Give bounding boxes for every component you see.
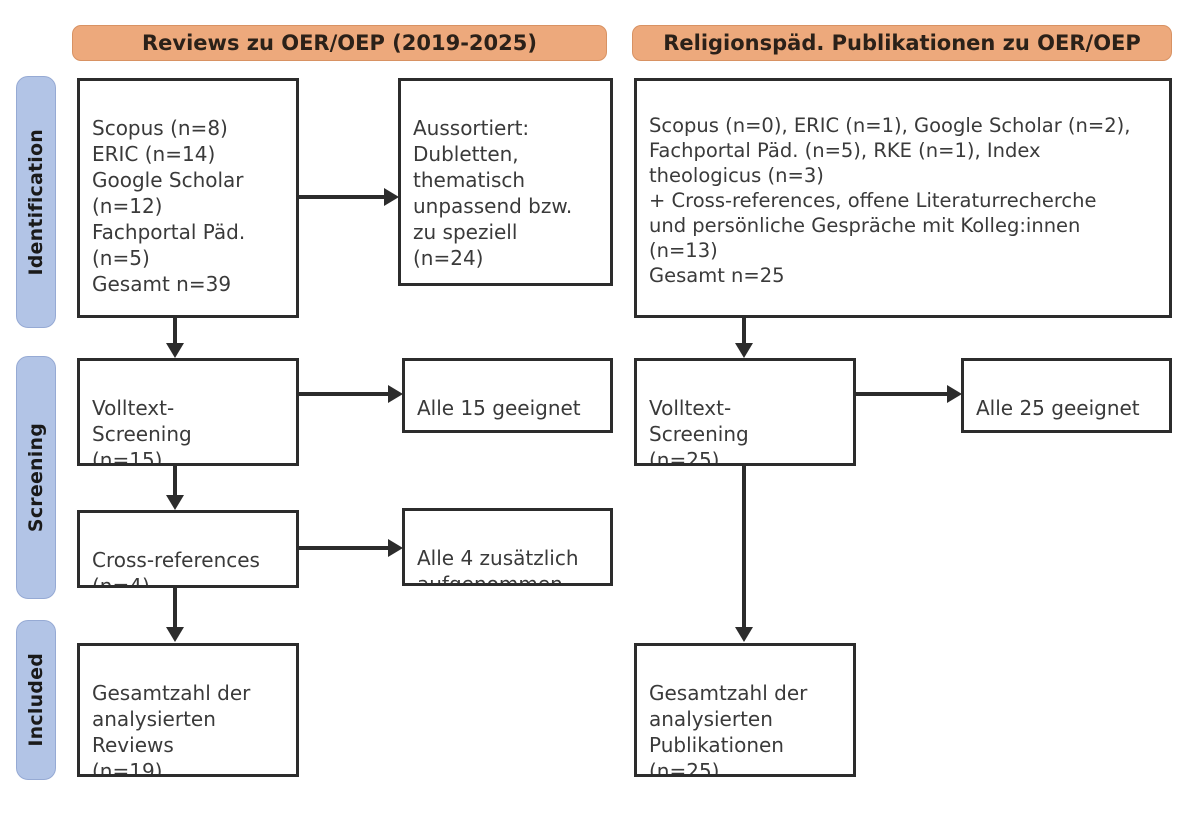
column-header-reviews: Reviews zu OER/OEP (2019-2025) — [72, 25, 607, 61]
box-left-identification: Scopus (n=8) ERIC (n=14) Google Scholar … — [77, 78, 299, 318]
box-left-included: Gesamtzahl der analysierten Reviews (n=1… — [77, 643, 299, 777]
stage-bar-included: Included — [16, 620, 56, 780]
box-right-screening-result: Alle 25 geeignet — [961, 358, 1172, 433]
arrowhead-left-identification-to-excluded — [384, 188, 399, 206]
connector-left-screening-to-crossrefs — [173, 466, 177, 501]
box-left-excluded-text: Aussortiert: Dubletten, thematisch unpas… — [413, 116, 573, 270]
box-left-screening-result: Alle 15 geeignet — [402, 358, 613, 433]
box-left-crossrefs-text: Cross-references (n=4) — [92, 548, 260, 588]
arrowhead-left-identification-to-screening — [166, 343, 184, 358]
box-left-screening-text: Volltext- Screening (n=15) — [92, 396, 192, 466]
stage-label-included: Included — [25, 653, 47, 747]
connector-right-identification-to-screening — [742, 318, 746, 351]
connector-right-screening-to-included — [742, 466, 746, 634]
box-right-identification-text: Scopus (n=0), ERIC (n=1), Google Scholar… — [649, 113, 1131, 287]
box-right-included-text: Gesamtzahl der analysierten Publikatione… — [649, 681, 808, 777]
arrowhead-left-crossrefs-to-result — [388, 539, 403, 557]
arrowhead-left-screening-to-crossrefs — [166, 495, 184, 510]
connector-left-crossrefs-to-result — [299, 546, 389, 550]
box-left-excluded: Aussortiert: Dubletten, thematisch unpas… — [398, 78, 613, 286]
arrowhead-right-screening-to-result — [947, 385, 962, 403]
box-right-screening-text: Volltext- Screening (n=25) — [649, 396, 749, 466]
stage-bar-screening: Screening — [16, 356, 56, 599]
arrowhead-right-identification-to-screening — [735, 343, 753, 358]
box-left-included-text: Gesamtzahl der analysierten Reviews (n=1… — [92, 681, 251, 777]
box-right-screening-result-text: Alle 25 geeignet — [976, 396, 1140, 420]
stage-label-screening: Screening — [25, 422, 47, 533]
box-right-included: Gesamtzahl der analysierten Publikatione… — [634, 643, 856, 777]
stage-bar-identification: Identification — [16, 76, 56, 328]
box-left-screening: Volltext- Screening (n=15) — [77, 358, 299, 466]
box-left-screening-result-text: Alle 15 geeignet — [417, 396, 581, 420]
arrowhead-right-screening-to-included — [735, 627, 753, 642]
box-left-crossrefs-result-text: Alle 4 zusätzlich aufgenommen — [417, 546, 579, 586]
box-left-crossrefs-result: Alle 4 zusätzlich aufgenommen — [402, 508, 613, 586]
box-left-crossrefs: Cross-references (n=4) — [77, 510, 299, 588]
arrowhead-left-crossrefs-to-included — [166, 627, 184, 642]
box-left-identification-text: Scopus (n=8) ERIC (n=14) Google Scholar … — [92, 116, 246, 296]
connector-left-crossrefs-to-included — [173, 588, 177, 634]
connector-left-identification-to-excluded — [299, 195, 385, 199]
column-header-publications: Religionspäd. Publikationen zu OER/OEP — [632, 25, 1172, 61]
column-header-reviews-label: Reviews zu OER/OEP (2019-2025) — [142, 31, 537, 55]
connector-right-screening-to-result — [856, 392, 948, 396]
connector-left-identification-to-screening — [173, 318, 177, 351]
box-right-identification: Scopus (n=0), ERIC (n=1), Google Scholar… — [634, 78, 1172, 318]
column-header-publications-label: Religionspäd. Publikationen zu OER/OEP — [663, 31, 1141, 55]
connector-left-screening-to-result — [299, 392, 389, 396]
box-right-screening: Volltext- Screening (n=25) — [634, 358, 856, 466]
stage-label-identification: Identification — [25, 128, 47, 276]
arrowhead-left-screening-to-result — [388, 385, 403, 403]
